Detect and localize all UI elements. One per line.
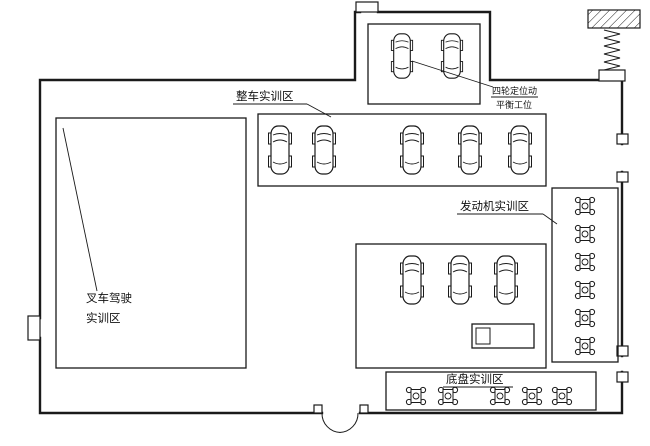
engine-icon — [437, 386, 459, 406]
lift-bench-rect — [471, 323, 535, 349]
engine-icon — [405, 386, 427, 406]
bottom-door-jamb-left — [313, 404, 323, 414]
outer-walls — [38, 10, 624, 415]
label-chassis-area: 底盘实训区 — [446, 372, 504, 386]
car-icon — [494, 255, 518, 305]
label-wheel-alignment-line2: 平衡工位 — [496, 99, 532, 111]
car-icon — [390, 33, 414, 79]
car-icon — [400, 125, 424, 175]
right-lower-door-jamb-top — [616, 345, 629, 357]
engine-icon — [574, 196, 596, 216]
forklift-leader-line — [62, 127, 98, 292]
left-wall-opening — [27, 315, 41, 341]
stairs-icon — [587, 9, 641, 82]
lift-bench-control — [475, 327, 491, 345]
label-forklift-line2: 实训区 — [86, 311, 121, 325]
engine-icon — [574, 308, 596, 328]
engine-icon — [574, 224, 596, 244]
service-area — [355, 243, 547, 369]
right-door-jamb-bottom — [616, 171, 629, 183]
doors — [27, 1, 629, 433]
wheel-alignment-room — [367, 23, 481, 105]
door-leaf-right — [339, 412, 359, 433]
engine-icon — [574, 280, 596, 300]
engine-icon — [551, 386, 573, 406]
door-leaf-left — [321, 412, 341, 433]
engine-strip-rect — [551, 187, 619, 363]
car-icon — [508, 125, 532, 175]
bottom-door-jamb-right — [359, 404, 369, 414]
whole-vehicle-area — [257, 113, 547, 187]
double-door-icon — [313, 404, 369, 433]
engine-leader — [542, 213, 558, 225]
engine-icon — [574, 336, 596, 356]
right-lower-door-jamb-bottom — [616, 371, 629, 383]
label-forklift-line1: 叉车驾驶 — [86, 291, 132, 305]
label-wheel-alignment-line1: 四轮定位动 — [492, 85, 537, 97]
top-door-jamb — [355, 1, 379, 13]
car-icon — [312, 125, 336, 175]
stairs-base — [598, 69, 626, 82]
forklift-rect — [55, 117, 247, 369]
outer-wall-path — [38, 10, 624, 415]
chassis-area — [385, 371, 597, 411]
car-icon — [268, 125, 292, 175]
car-icon — [448, 255, 472, 305]
stairs-steps — [603, 29, 621, 71]
service-rect — [355, 243, 547, 369]
car-icon — [458, 125, 482, 175]
alignment-room-rect — [367, 23, 481, 105]
label-engine-area: 发动机实训区 — [460, 199, 529, 213]
whole-vehicle-leader — [306, 103, 332, 118]
forklift-area — [55, 117, 247, 369]
engine-icon — [489, 386, 511, 406]
wheel-alignment-leader — [411, 60, 494, 88]
stairs-landing — [587, 9, 641, 29]
engine-icon — [574, 252, 596, 272]
car-icon — [400, 255, 424, 305]
chassis-strip-rect — [385, 371, 597, 411]
engine-icon — [521, 386, 543, 406]
right-door-jamb-top — [616, 133, 629, 145]
label-whole-vehicle-area: 整车实训区 — [236, 89, 294, 103]
labels: 整车实训区 四轮定位动 平衡工位 发动机实训区 叉车驾驶 实训区 底盘实训区 — [86, 60, 558, 388]
whole-vehicle-rect — [257, 113, 547, 187]
engine-area — [551, 187, 619, 363]
